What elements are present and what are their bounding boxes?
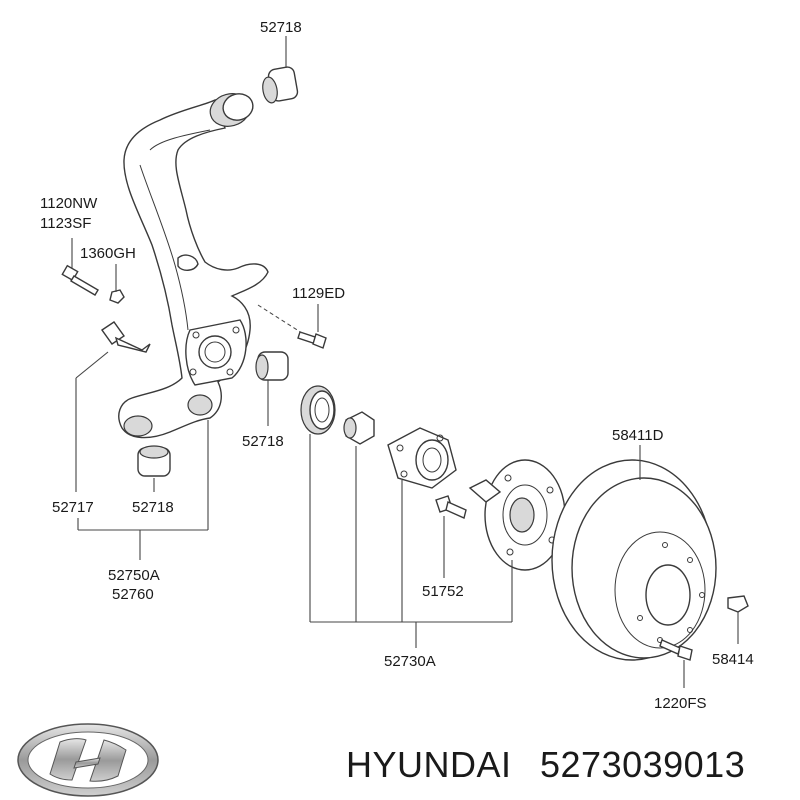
bushing-low-part: [137, 445, 171, 477]
bolt-1120nw-part: [61, 264, 99, 296]
bolt-52717-part: [101, 321, 151, 353]
bushing-top-part: [262, 66, 299, 104]
stud-51752-part: [435, 495, 467, 519]
screw-1220fs-part: [659, 639, 693, 661]
bearing-housing-part: [387, 427, 457, 489]
label-1120nw: 1120NW: [40, 195, 98, 212]
label-1220fs: 1220FS: [654, 695, 707, 712]
label-1360gh: 1360GH: [80, 245, 136, 262]
bolt-1129ed-part: [297, 331, 327, 349]
label-58411d: 58411D: [612, 427, 664, 444]
hyundai-logo-icon: [17, 723, 159, 797]
wheel-hub-part: [468, 459, 566, 571]
label-1123sf: 1123SF: [40, 215, 91, 232]
label-52730a: 52730A: [384, 653, 436, 670]
label-52718-low: 52718: [132, 499, 174, 516]
brake-disc-part: [551, 459, 717, 661]
bolt-1129ed-guide-line: [257, 304, 303, 334]
tone-ring-part: [300, 385, 336, 435]
label-52750a: 52750A: [108, 567, 160, 584]
part-number: 5273039013: [540, 744, 745, 785]
label-52718-top: 52718: [260, 19, 302, 36]
label-51752: 51752: [422, 583, 464, 600]
label-52717: 52717: [52, 499, 94, 516]
label-52760: 52760: [112, 586, 154, 603]
screw-58414-part: [727, 595, 749, 613]
spacer-part: [343, 411, 375, 445]
leader-lines: [71, 36, 739, 688]
brand-name: HYUNDAI: [346, 744, 512, 785]
nut-1360gh-part: [109, 289, 125, 304]
bushing-mid-part: [255, 351, 289, 381]
knuckle-part: [118, 93, 269, 439]
label-1129ed: 1129ED: [292, 285, 345, 302]
label-58414: 58414: [712, 651, 754, 668]
label-52718-mid: 52718: [242, 433, 284, 450]
